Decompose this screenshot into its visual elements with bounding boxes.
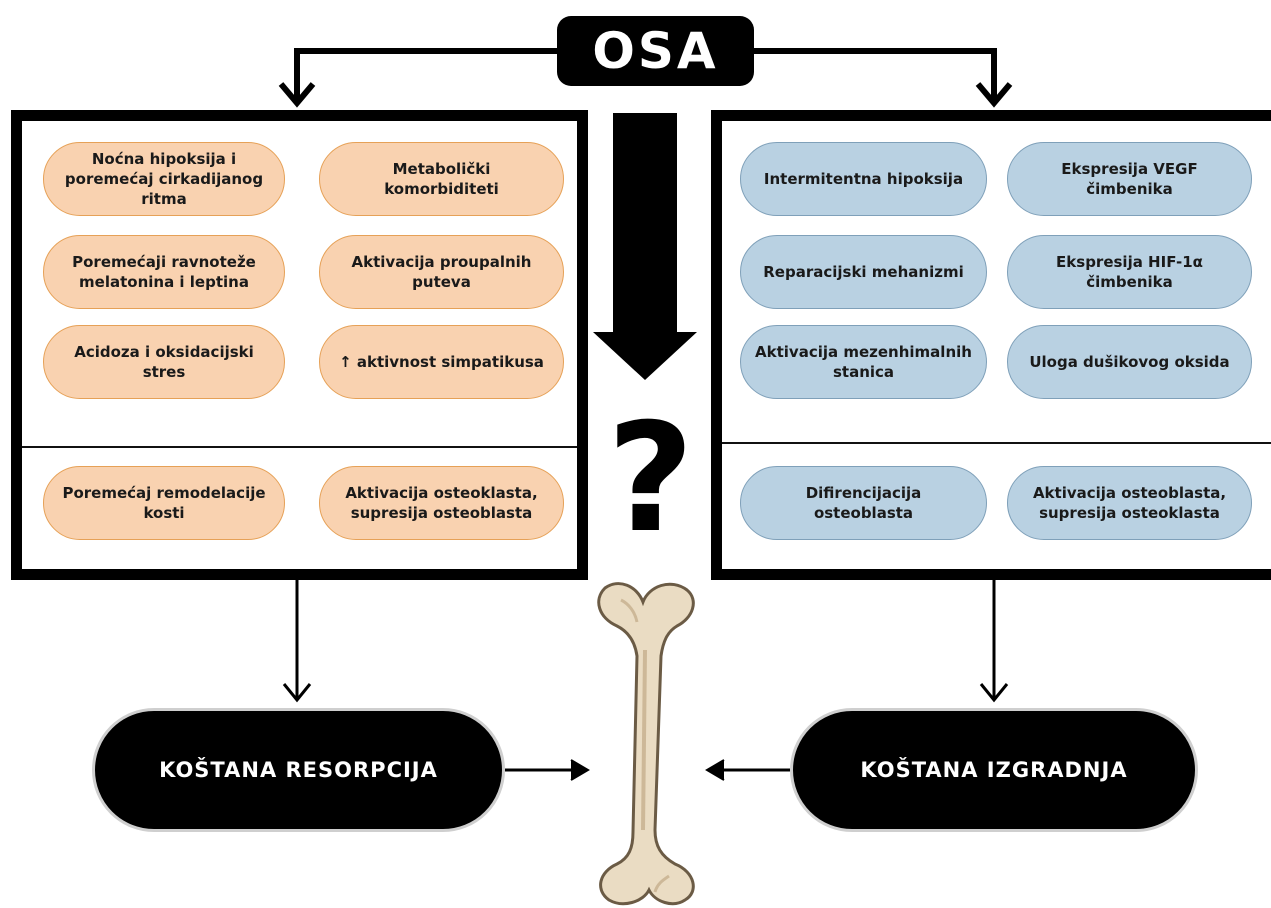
factor-pill: Poremećaji ravnoteže melatonina i leptin… bbox=[43, 235, 285, 309]
effect-pill: Poremećaj remodelacije kosti bbox=[43, 466, 285, 540]
question-mark: ? bbox=[606, 392, 694, 566]
factor-pill: Uloga dušikovog oksida bbox=[1007, 325, 1252, 399]
effect-pill: Aktivacija osteoblasta, supresija osteok… bbox=[1007, 466, 1252, 540]
left-panel: Noćna hipoksija i poremećaj cirkadijanog… bbox=[11, 110, 588, 580]
arrowhead-left-top bbox=[278, 82, 316, 108]
effect-pill: Difirencijacija osteoblasta bbox=[740, 466, 987, 540]
factor-pill: Aktivacija proupalnih puteva bbox=[319, 235, 564, 309]
arrowhead-right-top bbox=[975, 82, 1013, 108]
effect-pill: Aktivacija osteoklasta, supresija osteob… bbox=[319, 466, 564, 540]
arrowhead-to-bone-right bbox=[705, 759, 725, 781]
arrow-osa-to-left bbox=[294, 48, 557, 100]
factor-pill: Acidoza i oksidacijski stres bbox=[43, 325, 285, 399]
outcome-bone-resorption: KOŠTANA RESORPCIJA bbox=[92, 708, 505, 832]
arrow-osa-to-right bbox=[754, 48, 997, 100]
factor-pill: Reparacijski mehanizmi bbox=[740, 235, 987, 309]
panel-divider bbox=[722, 442, 1271, 444]
factor-pill: Aktivacija mezenhimalnih stanica bbox=[740, 325, 987, 399]
panel-divider bbox=[22, 446, 577, 448]
factor-pill: ↑ aktivnost simpatikusa bbox=[319, 325, 564, 399]
factor-pill: Ekspresija HIF-1α čimbenika bbox=[1007, 235, 1252, 309]
arrowhead-right-bottom bbox=[979, 683, 1009, 703]
osa-title: OSA bbox=[557, 16, 754, 86]
arrowhead-left-bottom bbox=[282, 683, 312, 703]
factor-pill: Intermitentna hipoksija bbox=[740, 142, 987, 216]
big-down-arrow bbox=[593, 113, 697, 380]
bone-icon bbox=[597, 582, 695, 906]
factor-pill: Noćna hipoksija i poremećaj cirkadijanog… bbox=[43, 142, 285, 216]
outcome-bone-formation: KOŠTANA IZGRADNJA bbox=[790, 708, 1198, 832]
right-panel: Intermitentna hipoksija Ekspresija VEGF … bbox=[711, 110, 1271, 580]
factor-pill: Metabolički komorbiditeti bbox=[319, 142, 564, 216]
arrowhead-to-bone-left bbox=[570, 759, 590, 781]
factor-pill: Ekspresija VEGF čimbenika bbox=[1007, 142, 1252, 216]
